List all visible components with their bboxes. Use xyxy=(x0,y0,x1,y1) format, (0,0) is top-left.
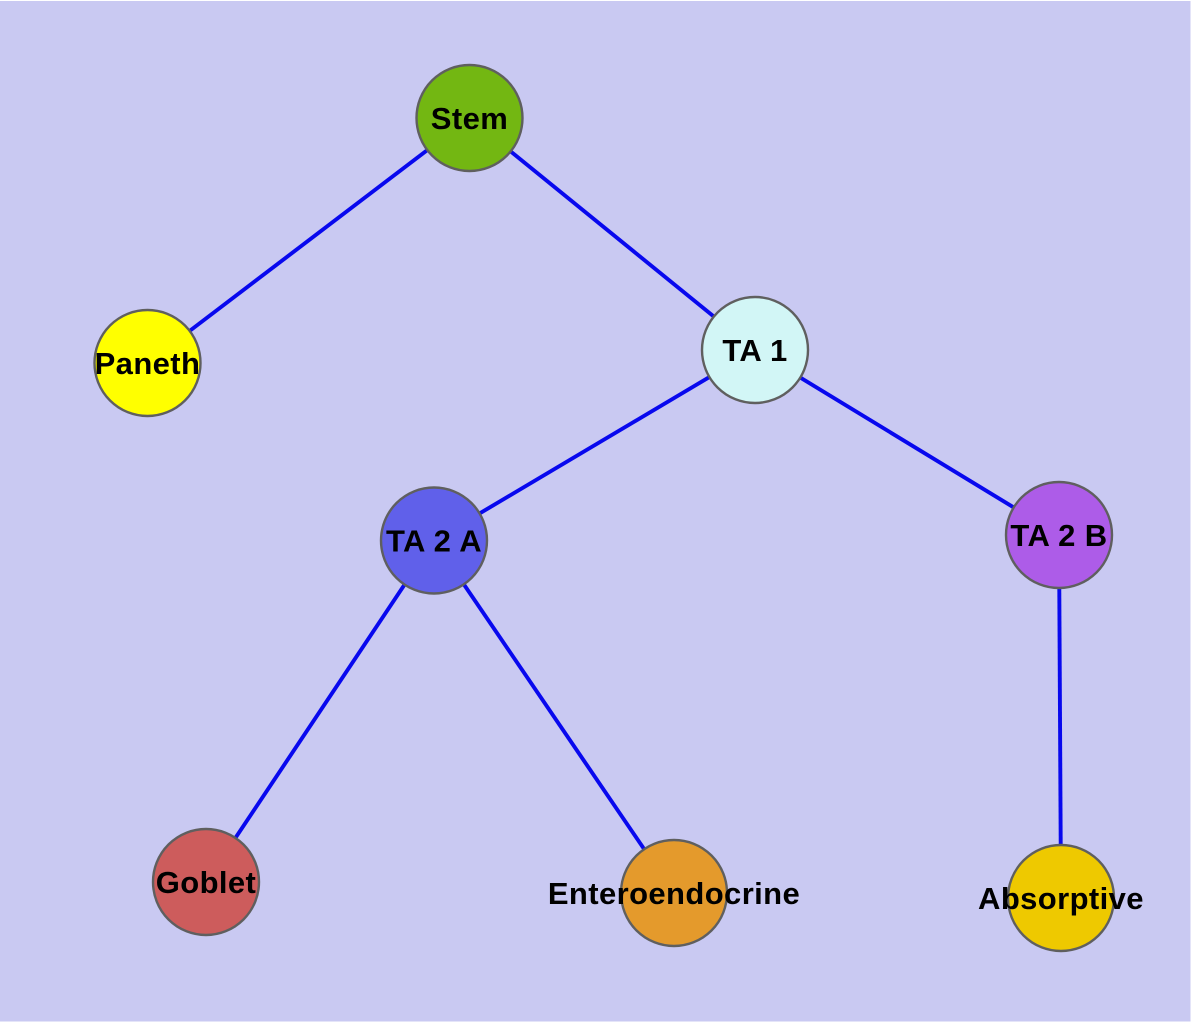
node-label-absorptive: Absorptive xyxy=(978,881,1144,916)
node-stem[interactable]: Stem xyxy=(415,63,524,173)
node-circle-stem[interactable] xyxy=(415,63,524,173)
node-paneth[interactable]: Paneth xyxy=(93,308,202,418)
node-label-ta2a: TA 2 A xyxy=(386,524,482,559)
edge-ta1-ta2b xyxy=(753,348,1061,537)
node-circle-ta2b[interactable] xyxy=(1004,480,1114,590)
node-circle-ta1[interactable] xyxy=(700,295,810,405)
node-label-stem: Stem xyxy=(431,101,508,136)
node-ta2b[interactable]: TA 2 B xyxy=(1004,480,1114,590)
node-label-ta2b: TA 2 B xyxy=(1010,518,1107,553)
edge-ta2a-enteroendocrine xyxy=(432,539,676,895)
edge-ta2b-absorptive xyxy=(1057,534,1063,899)
edge-stem-paneth xyxy=(146,116,471,365)
node-label-enteroendocrine: Enteroendocrine xyxy=(548,876,800,911)
node-label-ta1: TA 1 xyxy=(722,333,787,368)
node-circle-ta2a[interactable] xyxy=(379,486,489,595)
node-goblet[interactable]: Goblet xyxy=(151,827,261,937)
node-circle-goblet[interactable] xyxy=(151,827,261,937)
node-label-paneth: Paneth xyxy=(95,346,201,381)
node-label-goblet: Goblet xyxy=(156,865,257,900)
node-circle-paneth[interactable] xyxy=(93,308,202,418)
node-enteroendocrine[interactable]: Enteroendocrine xyxy=(548,838,800,948)
node-ta1[interactable]: TA 1 xyxy=(700,295,810,405)
node-circle-enteroendocrine[interactable] xyxy=(619,838,729,948)
node-ta2a[interactable]: TA 2 A xyxy=(379,486,489,595)
node-absorptive[interactable]: Absorptive xyxy=(978,843,1144,953)
node-circle-absorptive[interactable] xyxy=(1006,843,1116,953)
edge-ta2a-goblet xyxy=(204,539,436,884)
edge-stem-ta1 xyxy=(468,116,757,352)
edge-ta1-ta2a xyxy=(433,348,756,543)
